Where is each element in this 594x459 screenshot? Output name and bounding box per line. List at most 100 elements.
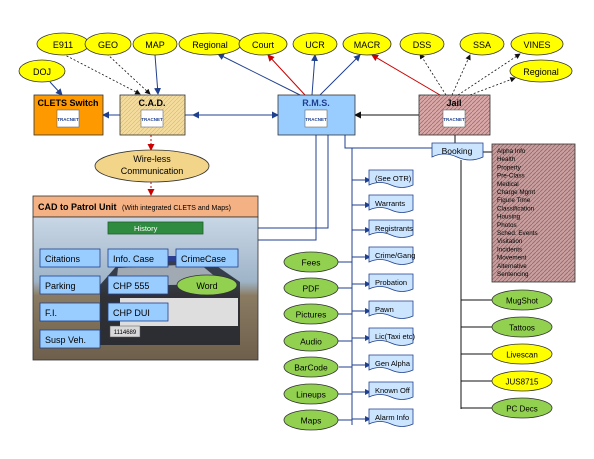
patrol-button-info-case[interactable]: Info. Case: [107, 248, 169, 268]
svg-text:MAP: MAP: [145, 40, 165, 50]
svg-text:Communication: Communication: [121, 166, 184, 176]
svg-text:R.M.S.: R.M.S.: [302, 98, 330, 108]
booking-item-charge-mgmt: Charge Mgmt: [497, 189, 535, 196]
svg-text:Court: Court: [252, 40, 275, 50]
svg-text:1114689: 1114689: [114, 330, 137, 336]
svg-text:E911: E911: [53, 40, 73, 50]
svg-text:Booking: Booking: [442, 146, 473, 156]
svg-text:Regional: Regional: [523, 67, 559, 77]
history-button[interactable]: History: [107, 221, 204, 235]
oval-lineups[interactable]: Lineups: [283, 383, 339, 405]
rms-module-lic-taxi-etc[interactable]: Lic(Taxi etc): [368, 327, 416, 346]
patrol-button-citations[interactable]: Citations: [39, 248, 101, 268]
patrol-button-susp-veh[interactable]: Susp Veh.: [39, 329, 101, 349]
svg-text:SSA: SSA: [473, 40, 491, 50]
svg-text:History: History: [134, 224, 158, 233]
booking-item-classification: Classification: [497, 205, 535, 212]
svg-text:PC Decs: PC Decs: [506, 405, 538, 414]
oval-ucr: UCR: [292, 32, 338, 56]
oval-mugshot[interactable]: MugShot: [491, 289, 553, 311]
oval-pdf[interactable]: PDF: [283, 277, 339, 299]
rms-module-warrants[interactable]: Warrants: [368, 194, 414, 213]
booking-item-housing: Housing: [497, 214, 521, 221]
oval-maps[interactable]: Maps: [283, 409, 339, 431]
oval-pictures[interactable]: Pictures: [283, 303, 339, 325]
cad-node: C.A.D. TRACNET: [119, 94, 186, 136]
svg-text:VINES: VINES: [523, 40, 550, 50]
jail-node: Jail TRACNET: [418, 94, 491, 136]
svg-text:MACR: MACR: [354, 40, 381, 50]
rms-module-alarm-info[interactable]: Alarm Info: [368, 408, 414, 427]
patrol-title: CAD to Patrol Unit (With integrated CLET…: [38, 202, 231, 212]
oval-regional-2: Regional: [509, 59, 573, 83]
svg-text:Parking: Parking: [45, 281, 76, 291]
svg-text:Crime/Gang: Crime/Gang: [375, 251, 415, 260]
svg-text:(See OTR): (See OTR): [375, 174, 412, 183]
booking-item-medical: Medical: [497, 181, 519, 188]
booking-item-photos: Photos: [497, 222, 517, 229]
oval-pc-decs[interactable]: PC Decs: [491, 397, 553, 419]
patrol-button-chp-555[interactable]: CHP 555: [107, 275, 169, 295]
svg-text:C.A.D.: C.A.D.: [139, 98, 166, 108]
connectors: [49, 53, 521, 425]
rms-module-registrants[interactable]: Registrants: [368, 219, 414, 238]
rms-module-crime-gang[interactable]: Crime/Gang: [368, 246, 415, 265]
svg-text:UCR: UCR: [305, 40, 325, 50]
oval-audio[interactable]: Audio: [283, 330, 339, 352]
rms-module-see-otr[interactable]: (See OTR): [368, 169, 414, 188]
oval-tattoos[interactable]: Tattoos: [491, 316, 553, 338]
svg-text:Livescan: Livescan: [506, 351, 538, 360]
rms-module-probation[interactable]: Probation: [368, 273, 414, 292]
oval-e911: E911: [36, 32, 90, 56]
patrol-button-parking[interactable]: Parking: [39, 275, 101, 295]
booking-item-health: Health: [497, 156, 516, 163]
svg-text:Known Off: Known Off: [375, 386, 411, 395]
patrol-oval-word[interactable]: Word: [176, 274, 238, 296]
tracnet-logo-icon: [140, 109, 164, 128]
svg-text:Gen Alpha: Gen Alpha: [375, 359, 411, 368]
tracnet-logo-icon: [304, 109, 328, 128]
svg-text:MugShot: MugShot: [506, 297, 539, 306]
svg-text:Lineups: Lineups: [296, 390, 326, 400]
rms-module-pawn[interactable]: Pawn: [368, 300, 414, 319]
booking-item-visitation: Visitation: [497, 238, 523, 245]
booking-item-sched-events: Sched. Events: [497, 230, 538, 237]
svg-text:Pawn: Pawn: [375, 305, 394, 314]
patrol-button-chp-dui[interactable]: CHP DUI: [107, 302, 169, 322]
svg-text:TRACNET: TRACNET: [57, 117, 79, 122]
booking-node[interactable]: Booking: [431, 142, 484, 161]
booking-item-sentencing: Sentencing: [497, 271, 529, 278]
svg-text:Audio: Audio: [300, 337, 322, 347]
svg-text:DOJ: DOJ: [33, 67, 51, 77]
svg-text:Fees: Fees: [302, 258, 321, 268]
rms-module-known-off[interactable]: Known Off: [368, 381, 414, 400]
patrol-button-fi[interactable]: F.I.: [39, 302, 101, 322]
rms-modules: (See OTR) WarrantsRegistrantsCrime/GangPr…: [368, 169, 416, 427]
svg-text:DSS: DSS: [413, 40, 432, 50]
oval-dss: DSS: [399, 32, 445, 56]
oval-regional: Regional: [178, 32, 242, 56]
oval-fees[interactable]: Fees: [283, 251, 339, 273]
svg-text:Pictures: Pictures: [296, 310, 327, 320]
svg-text:F.I.: F.I.: [45, 308, 57, 318]
svg-text:CrimeCase: CrimeCase: [181, 254, 226, 264]
svg-text:Jail: Jail: [446, 98, 461, 108]
oval-barcode[interactable]: BarCode: [283, 356, 339, 378]
svg-text:Warrants: Warrants: [375, 199, 405, 208]
oval-macr: MACR: [342, 32, 392, 56]
booking-item-property: Property: [497, 164, 522, 171]
rms-module-gen-alpha[interactable]: Gen Alpha: [368, 354, 414, 373]
patrol-button-crimecase[interactable]: CrimeCase: [175, 248, 239, 268]
oval-livescan[interactable]: Livescan: [491, 343, 553, 365]
svg-text:TRACNET: TRACNET: [443, 117, 465, 122]
svg-text:Regional: Regional: [192, 40, 228, 50]
booking-item-figure-time: Figure Time: [497, 197, 531, 204]
svg-text:Maps: Maps: [301, 416, 322, 426]
svg-text:Alarm Info: Alarm Info: [375, 413, 409, 422]
svg-text:CHP 555: CHP 555: [113, 281, 149, 291]
oval-jus8715[interactable]: JUS8715: [491, 370, 553, 392]
svg-text:Word: Word: [196, 281, 217, 291]
